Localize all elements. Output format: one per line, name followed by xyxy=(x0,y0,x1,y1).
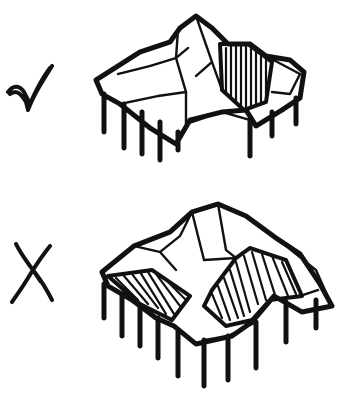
cross-icon xyxy=(12,244,52,302)
incorrect-roof-sketch xyxy=(102,204,332,386)
correct-roof-sketch xyxy=(96,16,304,160)
checkmark-icon xyxy=(8,66,52,110)
